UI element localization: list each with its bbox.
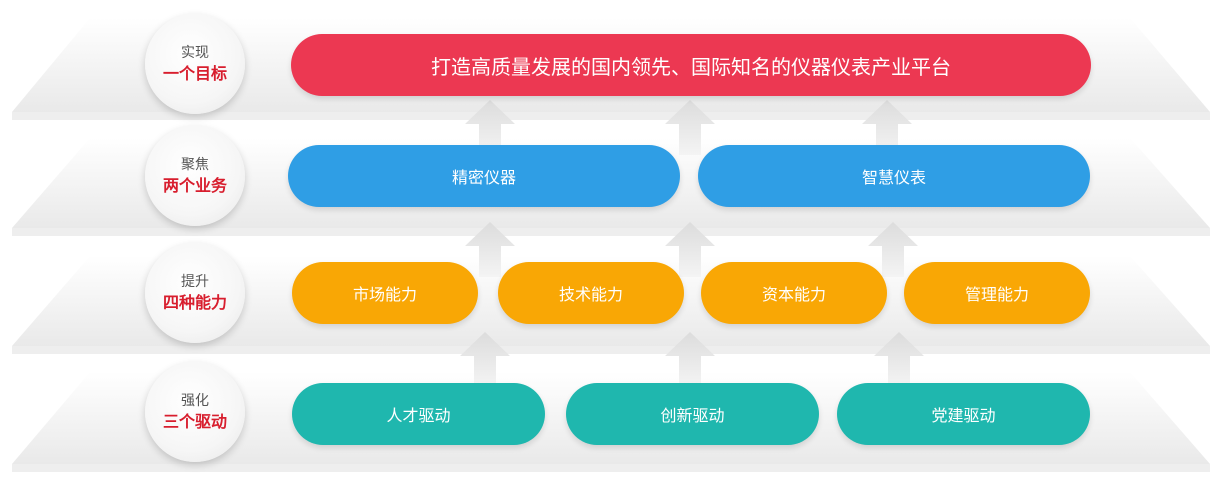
level-label-bottom: 四种能力 <box>162 293 227 312</box>
level-label-top: 聚焦 <box>181 157 209 173</box>
capability-pill-market: 市场能力 <box>292 262 478 324</box>
capability-pill-technology: 技术能力 <box>498 262 684 324</box>
level-label-top: 强化 <box>181 393 209 409</box>
level-label-bottom: 两个业务 <box>162 176 227 195</box>
capability-pill-management: 管理能力 <box>904 262 1090 324</box>
level-label-capability: 提升 四种能力 <box>145 243 245 343</box>
capability-pill-capital: 资本能力 <box>701 262 887 324</box>
driver-pill-party-building: 党建驱动 <box>837 383 1090 445</box>
level-label-bottom: 三个驱动 <box>162 412 227 431</box>
level-label-top: 实现 <box>181 45 209 61</box>
level-label-driver: 强化 三个驱动 <box>145 362 245 462</box>
level-label-goal: 实现 一个目标 <box>145 14 245 114</box>
level-label-bottom: 一个目标 <box>162 64 227 83</box>
level-label-business: 聚焦 两个业务 <box>145 126 245 226</box>
level-label-top: 提升 <box>181 274 209 290</box>
goal-pill: 打造高质量发展的国内领先、国际知名的仪器仪表产业平台 <box>291 34 1091 96</box>
business-pill-precision-instruments: 精密仪器 <box>288 145 680 207</box>
driver-pill-talent: 人才驱动 <box>292 383 545 445</box>
business-pill-smart-meters: 智慧仪表 <box>698 145 1090 207</box>
driver-pill-innovation: 创新驱动 <box>566 383 819 445</box>
